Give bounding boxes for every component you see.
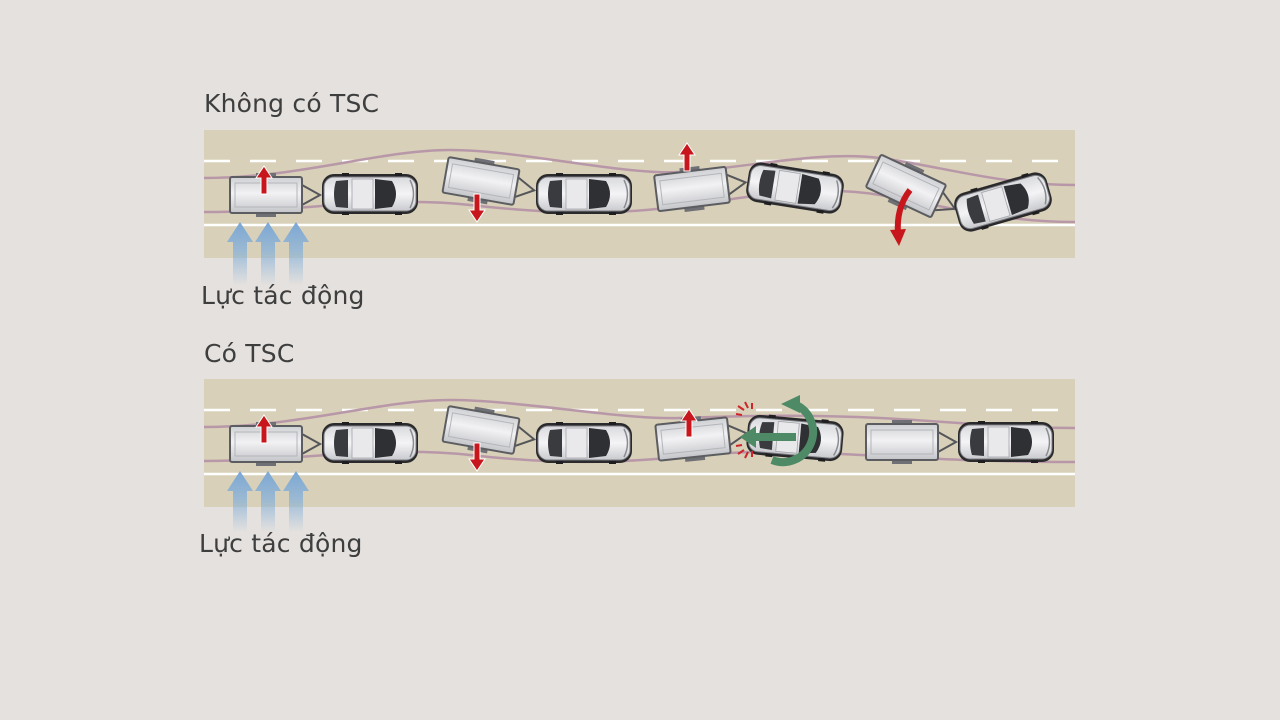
car-icon: [536, 422, 632, 464]
car-icon: [322, 422, 418, 464]
car-icon: [536, 173, 632, 215]
force-arrows-panel-1: [227, 222, 309, 285]
force-arrows-panel-2: [227, 471, 309, 532]
car-icon: [322, 173, 418, 215]
car-icon: [958, 421, 1054, 463]
